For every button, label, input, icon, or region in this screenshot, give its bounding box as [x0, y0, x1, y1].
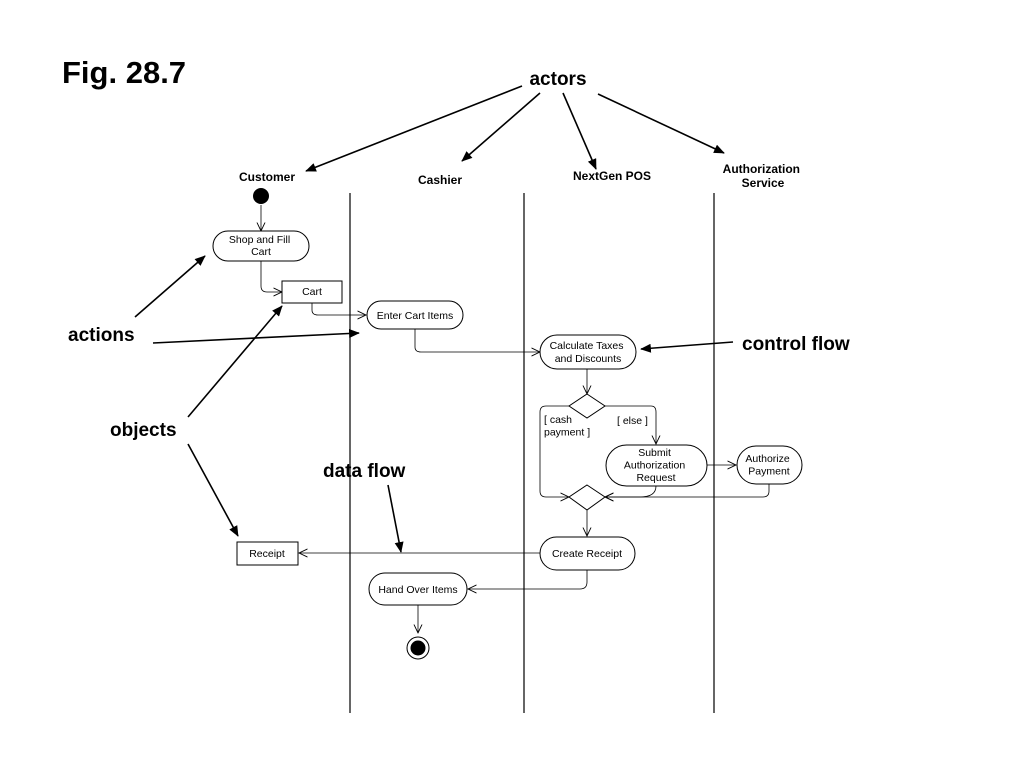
action-submit-authorization-request: Submit Authorization Request: [605, 444, 708, 487]
initial-node: [253, 188, 269, 204]
lane-header-nextgen-pos: NextGen POS: [573, 169, 651, 183]
action-label: Authorize: [745, 453, 790, 465]
arrow-objects-cart: [187, 305, 283, 418]
object-cart: Cart: [281, 280, 343, 304]
action-label: Hand Over Items: [378, 584, 457, 596]
figure-title: Fig. 28.7: [62, 55, 186, 90]
arrow-actions-shop: [134, 255, 206, 318]
svg-text:Submit Authorization: Submit Authorization Request: [624, 447, 688, 484]
arrow-actors-cashier: [461, 92, 541, 162]
guard-cash-payment: [ cash payment ]: [544, 414, 590, 439]
svg-text:Calculate Taxes and Disc: Calculate Taxes and Discounts: [550, 340, 627, 365]
action-label: Authorization: [624, 460, 685, 472]
edge-shop-to-cart: [260, 261, 282, 292]
lane-header-authorization-line2: Service: [742, 176, 785, 190]
edge-authorize-to-merge: [605, 484, 770, 497]
action-authorize-payment: Authorize Payment: [736, 445, 803, 485]
action-shop-and-fill-cart: Shop and Fill Cart: [212, 230, 310, 262]
action-calculate-taxes: Calculate Taxes and Discounts: [539, 334, 637, 370]
callout-actors: actors: [529, 69, 586, 90]
arrow-actors-authorization: [597, 93, 725, 154]
edge-decision-else: [602, 405, 656, 444]
action-label: Request: [636, 472, 675, 484]
flow-edges: [260, 205, 770, 633]
guard-else: [ else ]: [617, 415, 648, 427]
action-enter-cart-items: Enter Cart Items: [366, 300, 464, 330]
lane-header-customer: Customer: [239, 170, 295, 184]
object-label: Cart: [302, 286, 322, 298]
arrow-objects-receipt: [187, 443, 239, 537]
edge-decision-cash: [539, 405, 572, 497]
callout-objects: objects: [110, 420, 177, 441]
arrow-actors-customer: [305, 85, 523, 172]
edge-submit-to-merge: [605, 485, 657, 497]
edge-receipt-to-handover: [468, 570, 588, 589]
action-hand-over-items: Hand Over Items: [368, 572, 468, 606]
lane-header-cashier: Cashier: [418, 173, 462, 187]
decision-node: [568, 393, 606, 419]
final-node: [406, 636, 430, 660]
callout-actions: actions: [68, 325, 135, 346]
callout-data-flow: data flow: [323, 461, 406, 482]
action-label: Create Receipt: [552, 548, 622, 560]
action-label: Enter Cart Items: [377, 310, 453, 322]
action-label: Payment: [748, 466, 790, 478]
svg-text:Shop and Fill Cart: Shop and Fill Cart: [229, 234, 293, 258]
action-label: Calculate Taxes: [550, 340, 624, 352]
callout-control-flow: control flow: [742, 334, 850, 355]
action-label: and Discounts: [555, 353, 622, 365]
lane-header-authorization-line1: Authorization: [723, 162, 800, 176]
action-label: Cart: [251, 246, 271, 258]
guard-label: payment ]: [544, 427, 590, 439]
svg-text:Authorize Payment: Authorize Payment: [745, 453, 792, 478]
lane-header-authorization-service: Authorization Service: [723, 162, 804, 190]
arrow-actions-enter: [152, 328, 360, 344]
guard-label: [ cash: [544, 414, 572, 426]
merge-node: [568, 484, 606, 511]
object-label: Receipt: [249, 548, 285, 560]
callout-arrows: [134, 85, 734, 553]
arrow-actors-nextgen: [562, 92, 597, 170]
action-label: Submit: [638, 447, 671, 459]
action-label: Shop and Fill: [229, 234, 290, 246]
edge-cart-to-enter: [311, 303, 366, 315]
action-create-receipt: Create Receipt: [539, 536, 636, 571]
arrow-control-flow: [640, 341, 734, 353]
arrow-data-flow: [387, 484, 404, 553]
edge-enter-to-calculate: [414, 329, 540, 352]
object-receipt: Receipt: [236, 541, 299, 566]
